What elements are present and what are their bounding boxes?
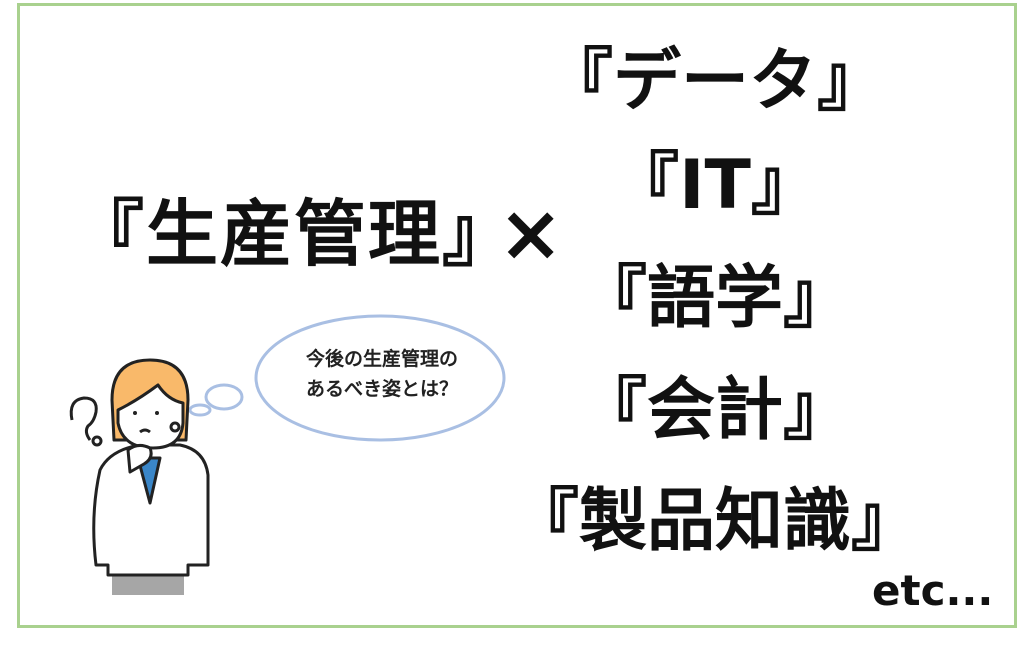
thought-line-1: 今後の生産管理の [305, 348, 458, 370]
skill-it: 『IT』 [611, 146, 819, 225]
thought-bubble-text: 今後の生産管理の あるべき姿とは？ [262, 344, 502, 404]
woman-figure [92, 358, 210, 595]
question-mark-icon [69, 396, 103, 447]
times-symbol: × [498, 189, 564, 279]
skill-product-knowledge: 『製品知識』 [510, 482, 919, 561]
skill-accounting: 『会計』 [578, 371, 851, 450]
green-frame [17, 3, 1017, 628]
thought-bubble [188, 314, 506, 442]
thought-line-2: あるべき姿とは？ [305, 378, 458, 400]
skill-language: 『語学』 [578, 259, 851, 338]
production-management-title: 『生産管理』 [72, 192, 517, 276]
etc-label: etc... [872, 566, 994, 615]
skill-data: 『データ』 [544, 42, 885, 121]
